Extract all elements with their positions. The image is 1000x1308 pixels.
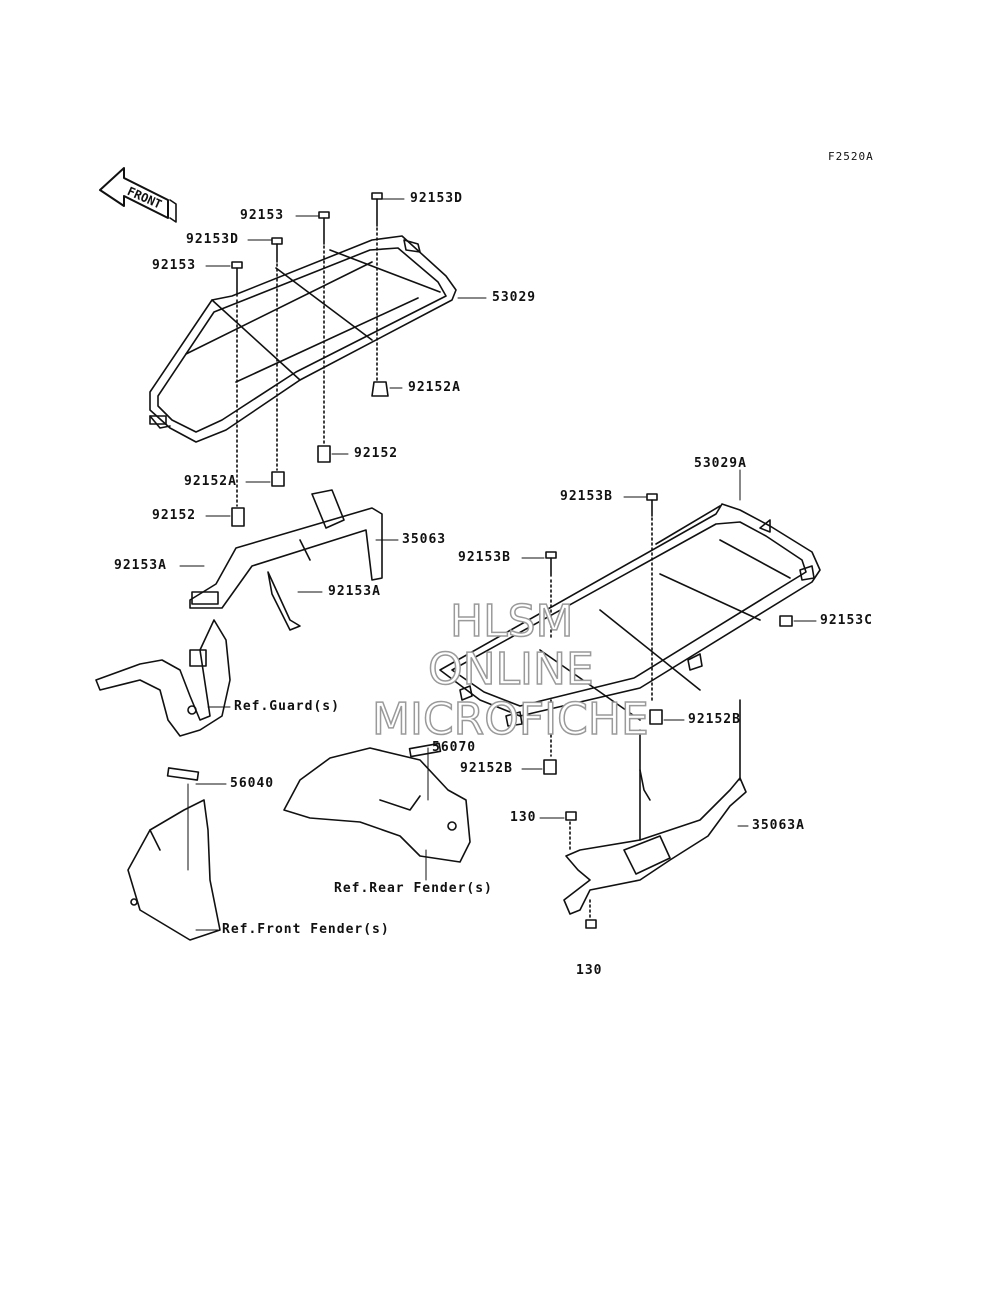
part-label-92153b-mid: 92153B: [458, 550, 511, 565]
leader-lines: [179, 198, 817, 931]
ref-label-rear-fender: Ref.Rear Fender(s): [334, 881, 493, 896]
front-alignment-lines: [236, 227, 378, 507]
part-label-92153-top: 92153: [240, 208, 285, 223]
rear-alignment-lines: [550, 517, 653, 919]
part-label-92153a-left: 92153A: [114, 558, 167, 573]
part-label-56070: 56070: [432, 740, 477, 755]
part-label-56040: 56040: [230, 776, 275, 791]
part-label-92153d-mid: 92153D: [186, 232, 239, 247]
front-arrow-icon: FRONT: [99, 167, 177, 223]
part-label-53029: 53029: [492, 290, 537, 305]
rear-carrier-53029a: [439, 503, 821, 727]
rear-fender-reference: [283, 742, 471, 863]
rear-bracket-35063a: [563, 699, 747, 915]
part-label-35063a: 35063A: [752, 818, 805, 833]
watermark-line-1: HLSM: [449, 596, 574, 647]
guard-reference: [95, 619, 231, 737]
ref-label-front-fender: Ref.Front Fender(s): [222, 922, 390, 937]
part-label-92153c: 92153C: [820, 613, 873, 628]
part-label-92153-left: 92153: [152, 258, 197, 273]
part-label-92152b-bottom: 92152B: [460, 761, 513, 776]
watermark-line-2: ONLINE: [427, 644, 594, 695]
part-label-35063: 35063: [402, 532, 447, 547]
front-bracket-35063: [189, 489, 383, 631]
watermark-line-3: MICROFICHE: [371, 694, 649, 745]
part-label-92152b-right: 92152B: [688, 712, 741, 727]
front-fender-reference: [127, 767, 221, 941]
part-label-130-bottom: 130: [576, 963, 603, 978]
front-bolts: [231, 192, 389, 527]
part-label-92153a-right: 92153A: [328, 584, 381, 599]
part-label-92152a-left: 92152A: [184, 474, 237, 489]
part-label-92153d-top: 92153D: [410, 191, 463, 206]
part-label-92152a-right: 92152A: [408, 380, 461, 395]
part-label-130-top: 130: [510, 810, 537, 825]
part-label-92152-left: 92152: [152, 508, 197, 523]
ref-label-guard: Ref.Guard(s): [234, 699, 340, 714]
figure-code: F2520A: [828, 150, 874, 163]
part-label-53029a: 53029A: [694, 456, 747, 471]
rear-bolts: [543, 493, 793, 929]
part-label-92152-mid: 92152: [354, 446, 399, 461]
front-carrier-53029: [149, 235, 457, 443]
part-label-92153b-top: 92153B: [560, 489, 613, 504]
